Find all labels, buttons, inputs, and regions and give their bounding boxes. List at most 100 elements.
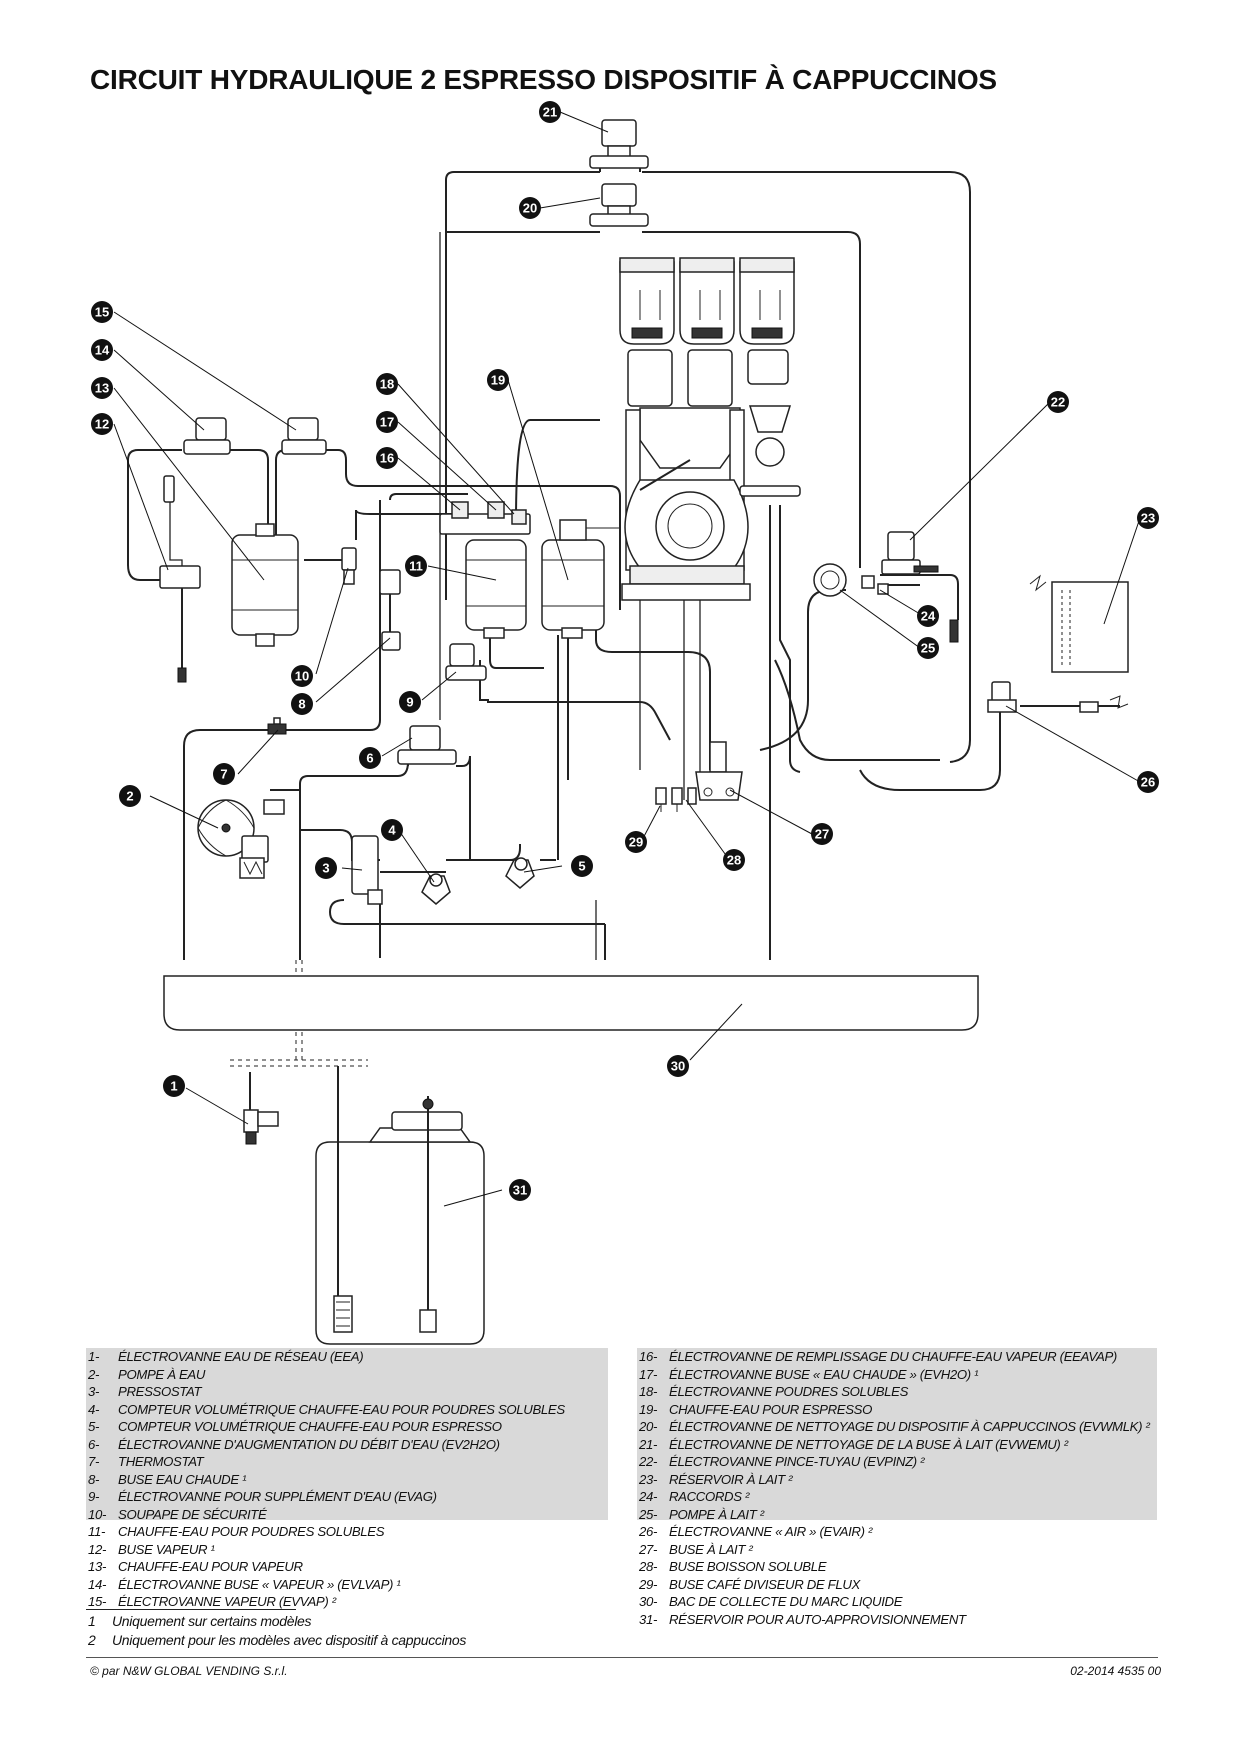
legend-item: 15- ÉLECTROVANNE VAPEUR (EVVAP) ² <box>88 1593 608 1611</box>
callout-21: 21 <box>539 101 561 123</box>
legend-item-text: BUSE EAU CHAUDE ¹ <box>118 1471 247 1487</box>
svg-text:28: 28 <box>727 853 741 868</box>
page-title: CIRCUIT HYDRAULIQUE 2 ESPRESSO DISPOSITI… <box>90 64 997 95</box>
legend-item-number: 4- <box>88 1401 100 1417</box>
legend-item-number: 9- <box>88 1489 100 1504</box>
legend-item-text: ÉLECTROVANNE DE NETTOYAGE DU DISPOSITIF … <box>669 1419 1150 1434</box>
legend-item-text: BUSE VAPEUR ¹ <box>118 1541 215 1557</box>
soluble-boiler-11-icon <box>465 539 527 639</box>
legend-item: 13-CHAUFFE-EAU POUR VAPEUR <box>88 1558 608 1576</box>
milk-pump-25-icon <box>813 563 847 597</box>
callout-1: 1 <box>163 1075 185 1097</box>
svg-text:13: 13 <box>95 381 109 396</box>
drip-tray-30-icon <box>163 975 979 1031</box>
leader-lines <box>113 111 1141 1207</box>
legend-item-text: CHAUFFE-EAU POUR ESPRESSO <box>669 1401 873 1417</box>
legend-item-text: ÉLECTROVANNE DE REMPLISSAGE DU CHAUFFE-E… <box>669 1349 1117 1364</box>
legend-item: 25- POMPE À LAIT ² <box>639 1506 1157 1524</box>
svg-text:7: 7 <box>220 767 227 782</box>
nozzles-28-29-icon <box>655 787 697 812</box>
legend-item-number: 31- <box>639 1611 658 1627</box>
legend-item: 31-RÉSERVOIR POUR AUTO-APPROVISIONNEMENT <box>639 1611 1157 1629</box>
legend-item: 8-BUSE EAU CHAUDE ¹ <box>88 1471 608 1489</box>
svg-text:29: 29 <box>629 835 643 850</box>
document-reference: 02-2014 4535 00 <box>1070 1664 1161 1678</box>
legend-item-text: ÉLECTROVANNE D'AUGMENTATION DU DÉBIT D'E… <box>118 1436 500 1452</box>
legend-item: 11-CHAUFFE-EAU POUR POUDRES SOLUBLES <box>88 1523 608 1541</box>
legend-item-number: 10- <box>88 1506 107 1522</box>
svg-text:27: 27 <box>815 827 829 842</box>
volumetric-counter-5-icon <box>505 857 535 889</box>
callout-28: 28 <box>723 849 745 871</box>
svg-text:14: 14 <box>95 343 110 358</box>
svg-text:3: 3 <box>322 861 329 876</box>
valve-6-icon <box>397 725 457 765</box>
callout-27: 27 <box>811 823 833 845</box>
legend-item: 21- ÉLECTROVANNE DE NETTOYAGE DE LA BUSE … <box>639 1436 1157 1454</box>
callout-3: 3 <box>315 857 337 879</box>
legend-item: 16-ÉLECTROVANNE DE REMPLISSAGE DU CHAUFF… <box>639 1348 1157 1366</box>
legend-item-number: 7- <box>88 1454 100 1469</box>
legend-item-number: 25- <box>639 1506 658 1522</box>
legend-item-number: 20- <box>639 1419 658 1434</box>
callout-4: 4 <box>381 819 403 841</box>
callout-23: 23 <box>1137 507 1159 529</box>
legend-item-text: ÉLECTROVANNE VAPEUR (EVVAP) ² <box>118 1594 336 1609</box>
legend-item: 10- SOUPAPE DE SÉCURITÉ <box>88 1506 608 1524</box>
legend-item-text: SOUPAPE DE SÉCURITÉ <box>118 1506 267 1522</box>
legend-item-text: ÉLECTROVANNE PINCE-TUYAU (EVPINZ) ² <box>669 1454 925 1469</box>
legend-item-text: CHAUFFE-EAU POUR POUDRES SOLUBLES <box>118 1524 385 1539</box>
valve-14-icon <box>183 417 231 455</box>
svg-text:8: 8 <box>298 697 305 712</box>
legend-left-list: 1-ÉLECTROVANNE EAU DE RÉSEAU (EEA)2-POMP… <box>86 1348 608 1611</box>
callout-26: 26 <box>1137 771 1159 793</box>
legend-item-text: POMPE À LAIT ² <box>669 1506 764 1522</box>
components <box>159 119 1129 1345</box>
espresso-boiler-19-icon <box>541 519 620 639</box>
legend-item-number: 12- <box>88 1541 107 1557</box>
svg-text:9: 9 <box>406 695 413 710</box>
legend-right-list: 16-ÉLECTROVANNE DE REMPLISSAGE DU CHAUFF… <box>637 1348 1157 1628</box>
legend-item-number: 15- <box>88 1594 107 1609</box>
legend-item-text: BUSE À LAIT ² <box>669 1541 753 1557</box>
legend-left: 1-ÉLECTROVANNE EAU DE RÉSEAU (EEA)2-POMP… <box>86 1348 608 1609</box>
legend-item-number: 1- <box>88 1349 100 1364</box>
legend-item-text: RÉSERVOIR À LAIT ² <box>669 1471 793 1487</box>
legend-item-text: ÉLECTROVANNE EAU DE RÉSEAU (EEA) <box>118 1349 364 1364</box>
svg-text:23: 23 <box>1141 511 1155 526</box>
legend-item-number: 21- <box>639 1436 658 1452</box>
legend-item-number: 3- <box>88 1384 100 1399</box>
legend-item-number: 18- <box>639 1384 658 1399</box>
legend-item-text: COMPTEUR VOLUMÉTRIQUE CHAUFFE-EAU POUR E… <box>118 1419 502 1434</box>
callout-25: 25 <box>917 637 939 659</box>
callout-13: 13 <box>91 377 113 399</box>
legend-item: 24-RACCORDS ² <box>639 1488 1157 1506</box>
steam-wand-12-icon <box>159 475 201 683</box>
svg-text:22: 22 <box>1051 395 1065 410</box>
legend-item: 9-ÉLECTROVANNE POUR SUPPLÉMENT D'EAU (EV… <box>88 1488 608 1506</box>
legend-item-text: RACCORDS ² <box>669 1489 750 1504</box>
legend-item: 19-CHAUFFE-EAU POUR ESPRESSO <box>639 1401 1157 1419</box>
callout-7: 7 <box>213 763 235 785</box>
legend-item: 28-BUSE BOISSON SOLUBLE <box>639 1558 1157 1576</box>
footnote-item-text: Uniquement pour les modèles avec disposi… <box>112 1632 467 1648</box>
callout-5: 5 <box>571 855 593 877</box>
legend-item-text: POMPE À EAU <box>118 1366 206 1382</box>
callout-8: 8 <box>291 693 313 715</box>
svg-text:10: 10 <box>295 669 309 684</box>
footnote-rule <box>86 1609 296 1610</box>
legend-item: 12- BUSE VAPEUR ¹ <box>88 1541 608 1559</box>
legend-item: 23-RÉSERVOIR À LAIT ² <box>639 1471 1157 1489</box>
inlet-valve-1-icon <box>243 1072 279 1145</box>
valve-15-icon <box>281 417 327 455</box>
legend-item-text: ÉLECTROVANNE DE NETTOYAGE DE LA BUSE À L… <box>669 1436 1068 1452</box>
auto-supply-reservoir-31-icon <box>315 1066 485 1345</box>
legend-item-number: 29- <box>639 1576 658 1592</box>
legend-item-text: THERMOSTAT <box>118 1454 204 1469</box>
legend-item: 5-COMPTEUR VOLUMÉTRIQUE CHAUFFE-EAU POUR… <box>88 1418 608 1436</box>
valve-9-icon <box>445 643 487 681</box>
valve-21-icon <box>589 119 649 172</box>
